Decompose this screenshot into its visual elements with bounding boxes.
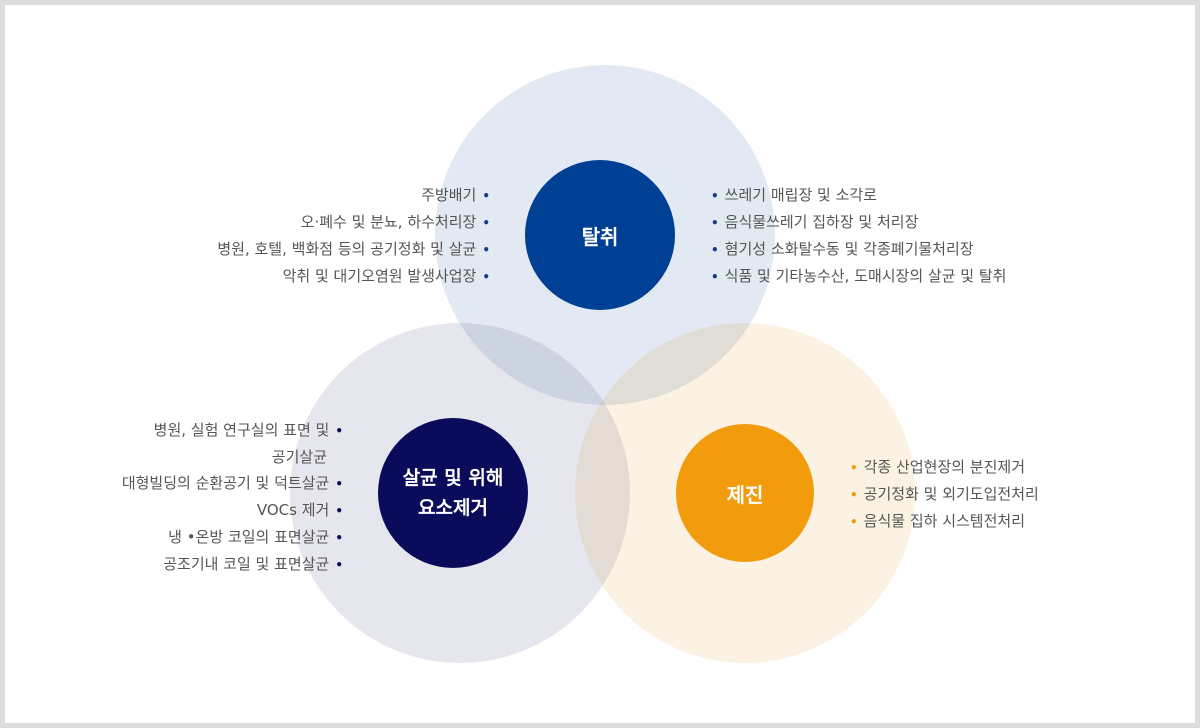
bullet-icon: •: [482, 243, 490, 257]
list-item: • 음식물 집하 시스템전처리: [850, 508, 1039, 535]
list-item: • 음식물쓰레기 집하장 및 처리장: [711, 209, 1006, 236]
list-item-text: 오·폐수 및 분뇨, 하수처리장: [300, 213, 477, 231]
list-item: VOCs 제거 •: [122, 497, 343, 524]
list-item: 병원, 실험 연구실의 표면 및 •: [122, 417, 343, 444]
list-item: 공조기내 코일 및 표면살균 •: [122, 551, 343, 578]
list-item: 악취 및 대기오염원 발생사업장 •: [217, 263, 490, 290]
diagram-frame: 탈취 살균 및 위해 요소제거 제진 주방배기 • 오·폐수 및 분뇨, 하수처리…: [5, 5, 1195, 723]
deodorization-list-right: • 쓰레기 매립장 및 소각로 • 음식물쓰레기 집하장 및 처리장 • 혐기성 소화…: [711, 182, 1006, 290]
list-item-text: 각종 산업현장의 분진제거: [863, 458, 1026, 476]
list-item-text: 악취 및 대기오염원 발생사업장: [282, 267, 477, 285]
sterilization-label: 살균 및 위해 요소제거: [402, 467, 504, 519]
list-item-text: 병원, 실험 연구실의 표면 및: [153, 421, 330, 439]
list-item-text: 공조기내 코일 및 표면살균: [163, 555, 330, 573]
bullet-icon: •: [482, 189, 490, 203]
list-item-text: 대형빌딩의 순환공기 및 덕트살균: [121, 474, 330, 492]
bullet-icon: •: [482, 270, 490, 284]
list-item-text: 음식물 집하 시스템전처리: [863, 512, 1026, 530]
list-item: 주방배기 •: [217, 182, 490, 209]
bullet-icon: •: [850, 461, 858, 475]
sterilization-badge: 살균 및 위해 요소제거: [378, 418, 528, 568]
list-item-text: 공기정화 및 외기도입전처리: [863, 485, 1039, 503]
list-item-text: 병원, 호텔, 백화점 등의 공기정화 및 살균: [217, 240, 477, 258]
list-item: • 쓰레기 매립장 및 소각로: [711, 182, 1006, 209]
list-item: 냉 •온방 코일의 표면살균 •: [122, 524, 343, 551]
list-item: • 공기정화 및 외기도입전처리: [850, 481, 1039, 508]
list-item: 오·폐수 및 분뇨, 하수처리장 •: [217, 209, 490, 236]
dust-removal-label: 제진: [726, 482, 764, 507]
list-item: • 혐기성 소화탈수동 및 각종폐기물처리장: [711, 236, 1006, 263]
deodorization-label: 탈취: [581, 224, 619, 249]
list-item-text: 음식물쓰레기 집하장 및 처리장: [724, 213, 919, 231]
list-item-text: 식품 및 기타농수산, 도매시장의 살균 및 탈취: [724, 267, 1007, 285]
bullet-icon: •: [335, 424, 343, 438]
bullet-icon: •: [711, 216, 719, 230]
list-item: 대형빌딩의 순환공기 및 덕트살균 •: [122, 470, 343, 497]
list-item-text: 혐기성 소화탈수동 및 각종폐기물처리장: [724, 240, 974, 258]
list-item-text: 공기살균: [271, 448, 327, 466]
list-item-text: 쓰레기 매립장 및 소각로: [724, 186, 877, 204]
bullet-icon: •: [335, 531, 343, 545]
deodorization-badge: 탈취: [525, 160, 675, 310]
bullet-icon: •: [711, 243, 719, 257]
list-item: 병원, 호텔, 백화점 등의 공기정화 및 살균 •: [217, 236, 490, 263]
deodorization-list-left: 주방배기 • 오·폐수 및 분뇨, 하수처리장 • 병원, 호텔, 백화점 등의 공…: [217, 182, 490, 290]
list-item-text: VOCs 제거: [256, 501, 330, 519]
list-item: • 식품 및 기타농수산, 도매시장의 살균 및 탈취: [711, 263, 1006, 290]
sterilization-list: 병원, 실험 연구실의 표면 및 • 공기살균 대형빌딩의 순환공기 및 덕트살균…: [122, 417, 343, 578]
list-item-text: 주방배기: [421, 186, 477, 204]
dust-removal-badge: 제진: [676, 424, 814, 562]
bullet-icon: •: [335, 477, 343, 491]
bullet-icon: •: [482, 216, 490, 230]
bullet-icon: •: [335, 504, 343, 518]
list-item-text: 냉 •온방 코일의 표면살균: [168, 528, 330, 546]
bullet-icon: •: [850, 515, 858, 529]
bullet-icon: •: [711, 189, 719, 203]
dust-removal-list: • 각종 산업현장의 분진제거 • 공기정화 및 외기도입전처리 • 음식물 집하 시…: [850, 454, 1039, 535]
list-item-continuation: 공기살균: [122, 444, 343, 470]
bullet-icon: •: [711, 270, 719, 284]
list-item: • 각종 산업현장의 분진제거: [850, 454, 1039, 481]
bullet-icon: •: [850, 488, 858, 502]
bullet-icon: •: [335, 558, 343, 572]
